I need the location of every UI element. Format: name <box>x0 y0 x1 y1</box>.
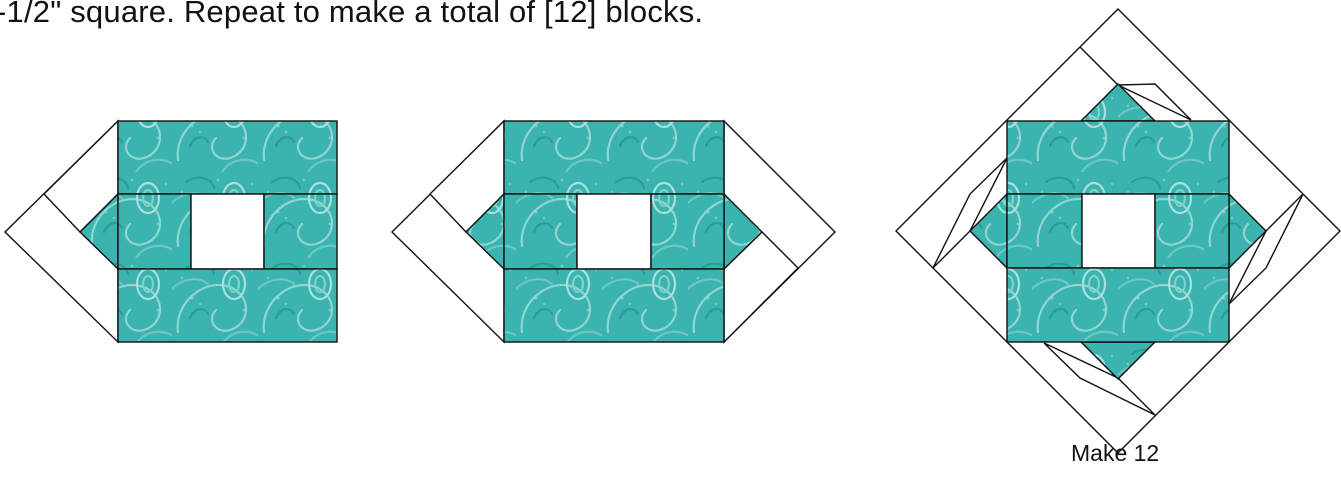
block-step-1 <box>5 121 337 342</box>
middle-left-square <box>1007 194 1082 268</box>
center-square <box>191 194 264 269</box>
middle-right-square <box>651 194 724 269</box>
bottom-bar <box>118 269 337 342</box>
top-bar <box>504 121 724 194</box>
middle-left-square <box>118 194 191 269</box>
middle-left-square <box>504 194 577 269</box>
center-square <box>577 194 651 269</box>
top-bar <box>1007 121 1229 194</box>
make-count-caption: Make 12 <box>1071 440 1159 467</box>
bottom-bar <box>504 269 724 342</box>
middle-right-square <box>1155 194 1229 268</box>
top-bar <box>118 121 337 194</box>
block-step-3 <box>896 9 1340 453</box>
bottom-bar <box>1007 268 1229 342</box>
center-square <box>1082 194 1155 268</box>
block-step-2 <box>392 121 835 342</box>
middle-right-square <box>264 194 337 269</box>
